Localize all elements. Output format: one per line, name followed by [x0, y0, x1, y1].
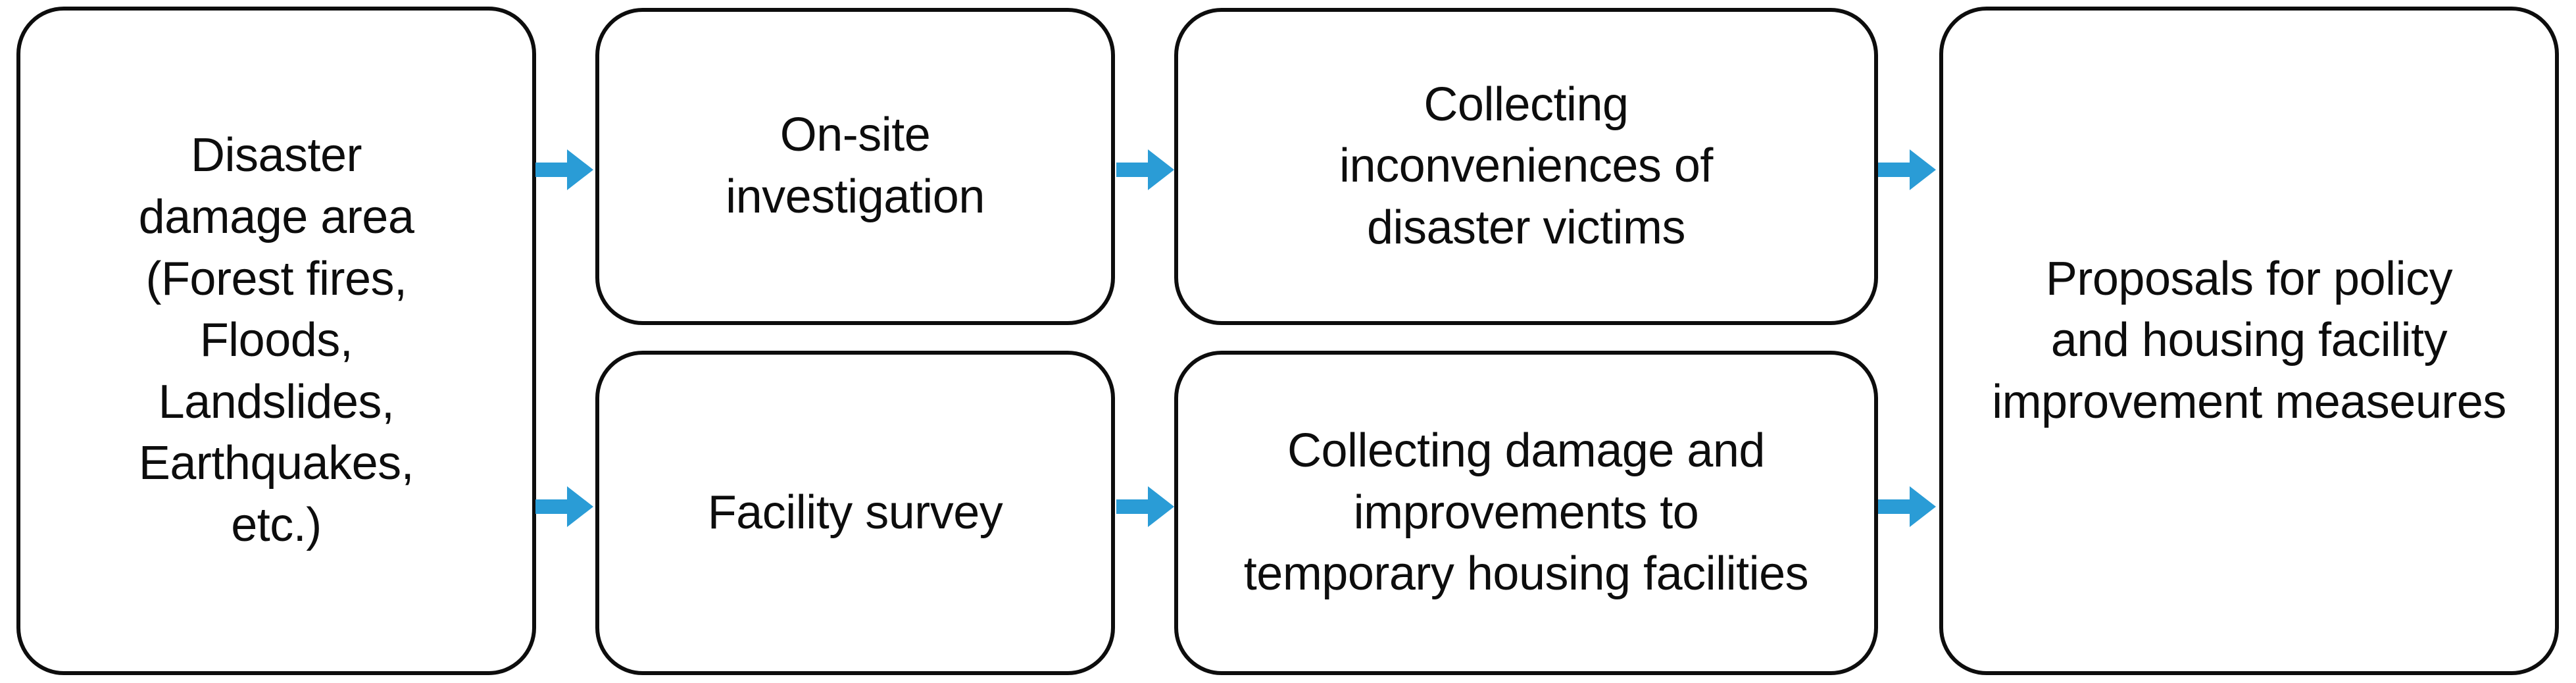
- arrow-right-icon-damage-improvements-to-proposals: [1878, 485, 1936, 528]
- flow-box-collecting-damage-improvements[interactable]: Collecting damage and improvements to te…: [1174, 351, 1878, 675]
- flow-box-label-collecting-inconveniences: Collecting inconveniences of disaster vi…: [1339, 78, 1713, 254]
- flow-box-label-collecting-damage-improvements: Collecting damage and improvements to te…: [1243, 424, 1809, 601]
- flow-box-label-onsite-investigation: On-site investigation: [726, 109, 985, 223]
- flow-box-collecting-inconveniences[interactable]: Collecting inconveniences of disaster vi…: [1174, 8, 1878, 325]
- arrow-right-icon-facility-survey-to-damage-improvements: [1116, 485, 1174, 528]
- flow-box-onsite-investigation[interactable]: On-site investigation: [595, 8, 1115, 325]
- arrow-right-icon-onsite-to-inconveniences: [1116, 148, 1174, 191]
- flow-box-label-facility-survey: Facility survey: [707, 486, 1003, 539]
- arrow-right-icon-inconveniences-to-proposals: [1878, 148, 1936, 191]
- arrow-right-icon-disaster-to-facility-survey: [535, 485, 593, 528]
- flow-box-facility-survey[interactable]: Facility survey: [595, 351, 1115, 675]
- flow-box-proposals[interactable]: Proposals for policy and housing facilit…: [1939, 7, 2559, 675]
- flow-box-label-disaster-area: Disaster damage area (Forest fires, Floo…: [138, 129, 414, 551]
- flow-box-disaster-area[interactable]: Disaster damage area (Forest fires, Floo…: [16, 7, 536, 675]
- flow-box-label-proposals: Proposals for policy and housing facilit…: [1992, 252, 2506, 428]
- arrow-right-icon-disaster-to-onsite: [535, 148, 593, 191]
